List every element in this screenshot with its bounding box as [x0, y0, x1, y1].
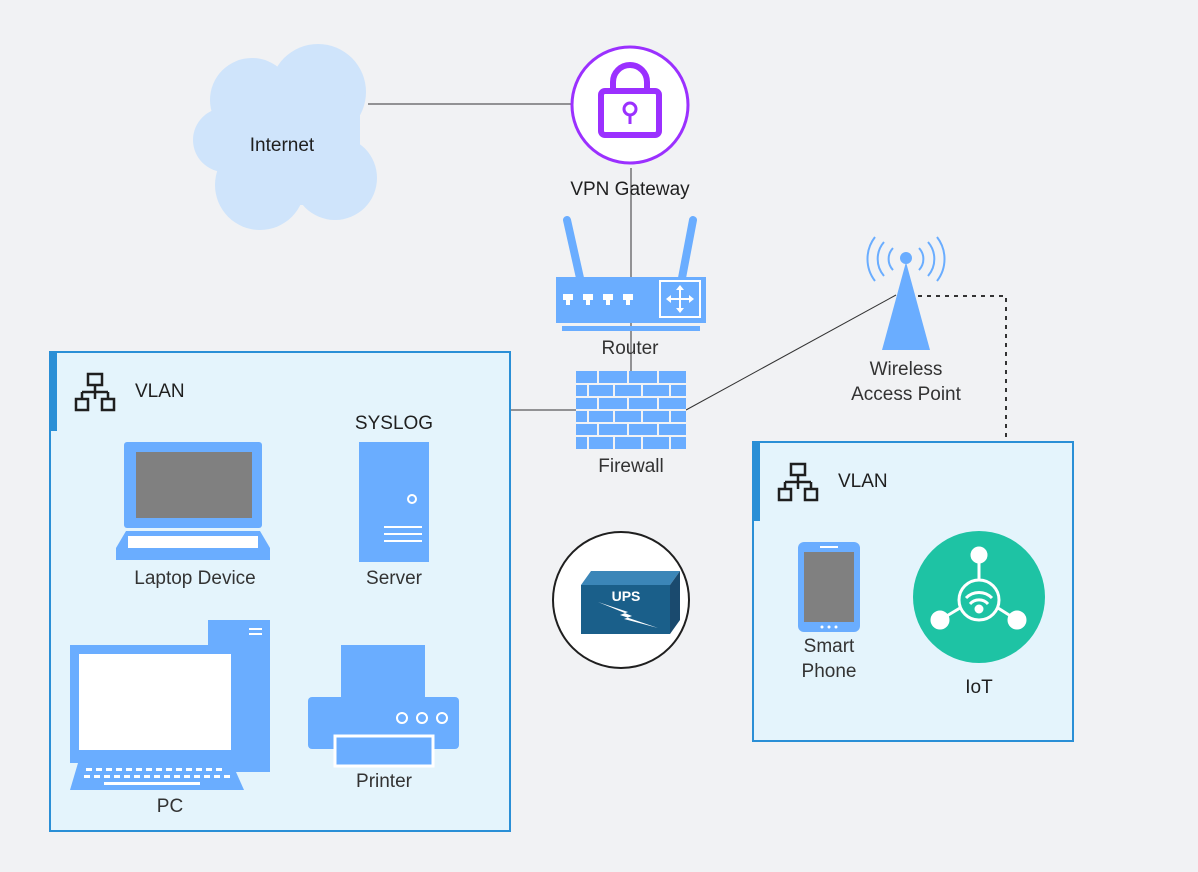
ups-icon: [581, 571, 680, 634]
iot-label: IoT: [965, 677, 993, 698]
iot-hub-icon: [930, 546, 1027, 630]
network-icon: [777, 462, 819, 502]
link-firewall-ap: [685, 294, 897, 411]
smartphone-label-line2: Phone: [802, 661, 857, 682]
laptop-device: Laptop Device: [116, 442, 270, 589]
connections: [368, 103, 1007, 441]
internet-label: Internet: [250, 135, 315, 156]
firewall-label: Firewall: [598, 456, 663, 477]
firewall-node: Firewall: [576, 371, 686, 477]
antenna-icon: [866, 236, 946, 350]
smartphone-icon: [798, 542, 860, 632]
cloud-icon: [193, 44, 377, 230]
pc-icon: [70, 620, 270, 790]
vlan-right-group: VLAN Smart Phone: [752, 441, 1074, 742]
link-ap-vlan-wireless: [918, 295, 1007, 441]
laptop-icon: [116, 442, 270, 560]
syslog-label: SYSLOG: [355, 413, 433, 434]
server-label: Server: [366, 568, 423, 589]
firewall-icon: [576, 371, 686, 449]
router-icon: [556, 216, 706, 331]
wireless-ap-node: Wireless Access Point: [851, 236, 962, 405]
vpn-gateway-label: VPN Gateway: [570, 179, 690, 200]
router-node: Router: [556, 216, 706, 359]
server-icon: [359, 442, 429, 562]
internet-node: Internet: [193, 44, 377, 230]
vlan-left-group: VLAN Laptop Device SYSLOG Server: [49, 351, 511, 832]
wireless-ap-label-line2: Access Point: [851, 384, 962, 405]
vlan-right-title: VLAN: [838, 471, 888, 492]
smartphone-device: Smart Phone: [798, 542, 860, 682]
printer-icon: [308, 645, 459, 768]
iot-device: IoT: [913, 531, 1045, 698]
wireless-ap-label-line1: Wireless: [870, 359, 943, 380]
ups-label: UPS: [612, 588, 641, 604]
pc-label: PC: [157, 796, 183, 817]
pc-device: PC: [70, 620, 270, 817]
network-icon: [74, 372, 116, 412]
lock-icon: [598, 62, 662, 138]
printer-device: Printer: [308, 645, 459, 792]
printer-label: Printer: [356, 771, 413, 792]
vpn-gateway-node: VPN Gateway: [570, 45, 690, 200]
vlan-left-title: VLAN: [135, 381, 185, 402]
laptop-label: Laptop Device: [134, 568, 255, 589]
ups-node: UPS: [552, 531, 690, 669]
router-label: Router: [601, 338, 659, 359]
server-device: SYSLOG Server: [355, 413, 433, 589]
smartphone-label-line1: Smart: [804, 636, 855, 657]
